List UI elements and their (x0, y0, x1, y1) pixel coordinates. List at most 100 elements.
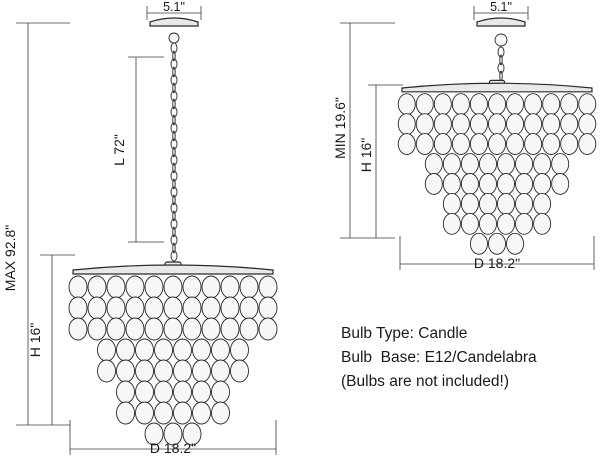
crystal-disc (258, 317, 278, 341)
crystal-disc (182, 317, 202, 341)
crystal-disc (506, 113, 525, 136)
chain-link (170, 42, 178, 54)
bulb-notes: Bulb Type: Candle Bulb Base: E12/Candela… (341, 322, 591, 394)
left-body-height-label: H 16" (27, 323, 43, 358)
crystal-disc (144, 275, 164, 299)
crystal-disc (506, 232, 525, 255)
crystal-disc (533, 212, 552, 235)
crystal-disc (533, 153, 552, 175)
crystal-disc (211, 338, 230, 362)
chain-link (170, 154, 178, 166)
crystal-disc (460, 173, 479, 195)
right-min-height-label: MIN 19.6" (332, 97, 348, 159)
crystal-disc (135, 401, 154, 425)
crystal-disc (163, 275, 183, 299)
left-diameter-label: D 18.2" (150, 440, 196, 456)
crystal-disc (68, 317, 88, 341)
left-max-height-label: MAX 92.8" (2, 225, 18, 291)
crystal-disc (135, 338, 154, 362)
crystal-disc (182, 296, 202, 320)
chain-link (170, 138, 178, 150)
crystal-disc (116, 380, 135, 404)
crystal-disc (497, 192, 516, 215)
crystal-disc (239, 317, 259, 341)
chain-link (497, 46, 505, 58)
chain-link (172, 242, 176, 254)
chain-link (170, 58, 178, 70)
fixture-ring (401, 82, 593, 93)
chain-link (172, 98, 176, 110)
crystal-disc (135, 359, 154, 383)
crystal-disc (116, 359, 135, 383)
crystal-disc (478, 153, 497, 175)
chain-link (172, 114, 176, 126)
crystal-disc (125, 275, 145, 299)
crystal-disc (515, 212, 534, 235)
crystal-disc (469, 113, 488, 136)
crystal-disc (451, 93, 470, 116)
chain-link (170, 218, 178, 230)
crystal-disc (433, 113, 452, 136)
right-canopy-loop (494, 33, 508, 47)
left-chain-length-label: L 72" (111, 134, 127, 166)
crystal-disc (488, 232, 507, 255)
crystal-disc (469, 133, 488, 155)
crystal-disc (524, 133, 543, 155)
crystal-disc (515, 153, 534, 175)
crystal-disc (192, 401, 211, 425)
crystal-disc (87, 317, 107, 341)
chain-link (172, 146, 176, 158)
crystal-disc (497, 212, 516, 235)
crystal-disc (163, 422, 183, 446)
chain-link (170, 250, 178, 262)
crystal-disc (460, 192, 479, 215)
crystal-disc (442, 192, 461, 215)
crystal-disc (173, 359, 192, 383)
crystal-disc (533, 173, 552, 195)
chain-link (172, 226, 176, 238)
crystal-disc (239, 296, 259, 320)
crystal-disc (460, 212, 479, 235)
crystal-disc (97, 359, 116, 383)
chain-link (170, 106, 178, 118)
crystal-disc (551, 173, 570, 195)
crystal-disc (154, 401, 173, 425)
crystal-disc (125, 296, 145, 320)
crystal-disc (106, 296, 126, 320)
crystal-disc (542, 93, 561, 116)
crystal-disc (154, 338, 173, 362)
crystal-disc (433, 93, 452, 116)
crystal-disc (211, 359, 230, 383)
crystal-disc (116, 401, 135, 425)
right-canopy (476, 17, 526, 27)
crystal-disc (163, 296, 183, 320)
crystal-disc (488, 93, 507, 116)
crystal-disc (87, 296, 107, 320)
crystal-disc (173, 380, 192, 404)
crystal-disc (551, 153, 570, 175)
crystal-disc (578, 133, 597, 155)
right-view: 5.1" MIN 19.6" H 16" D 18.2" (332, 0, 597, 271)
crystal-disc (542, 133, 561, 155)
crystal-disc (68, 296, 88, 320)
fixture-ring (72, 264, 274, 275)
chain-link (172, 82, 176, 94)
chain-link (172, 210, 176, 222)
chain-link (170, 234, 178, 246)
crystal-disc (533, 192, 552, 215)
crystal-disc (173, 401, 192, 425)
crystal-disc (433, 133, 452, 155)
crystal-disc (488, 113, 507, 136)
crystal-disc (424, 173, 443, 195)
crystal-disc (515, 173, 534, 195)
crystal-disc (211, 380, 230, 404)
crystal-disc (192, 359, 211, 383)
crystal-disc (116, 338, 135, 362)
right-body-height-label: H 16" (358, 138, 374, 173)
crystal-disc (220, 275, 240, 299)
crystal-disc (415, 93, 434, 116)
crystal-disc (442, 173, 461, 195)
crystal-disc (451, 113, 470, 136)
crystal-disc (144, 317, 164, 341)
